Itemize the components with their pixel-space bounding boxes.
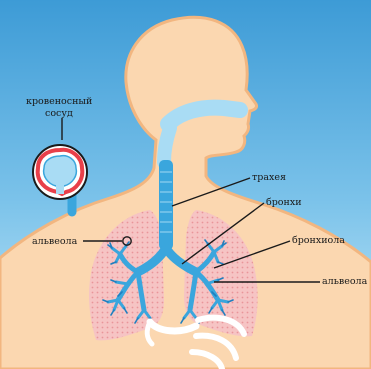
label-bronchi: бронхи bbox=[266, 197, 302, 208]
label-blood-vessel-line1: кровеносный bbox=[26, 96, 92, 107]
trachea bbox=[159, 160, 173, 250]
throat-airway bbox=[164, 128, 170, 162]
label-alveola-right: альвеола bbox=[322, 276, 368, 287]
label-alveola-left: альвеола bbox=[32, 236, 78, 247]
label-blood-vessel-line2: сосуд bbox=[45, 108, 73, 119]
label-trachea: трахея bbox=[252, 172, 286, 183]
label-bronchiole: бронхиола bbox=[292, 235, 345, 246]
